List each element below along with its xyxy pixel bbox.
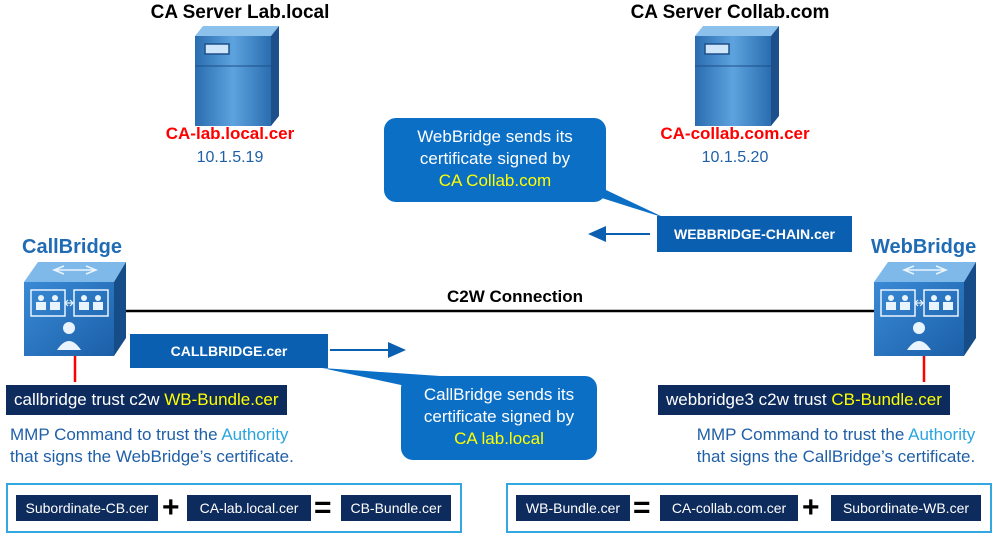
webbridge-trust-command: webbridge3 c2w trust CB-Bundle.cer	[658, 385, 950, 415]
callbridge-icon	[24, 262, 126, 356]
cb-bundle-box: CB-Bundle.cer	[341, 495, 451, 521]
callbridge-trust-command: callbridge trust c2w WB-Bundle.cer	[6, 385, 287, 415]
ca-server-lab-title: CA Server Lab.local	[150, 2, 330, 23]
ca-lab-ip: 10.1.5.19	[196, 149, 264, 166]
mmp-right-authority: Authority	[908, 425, 976, 444]
callbridge-callout-line1: CallBridge sends its	[423, 385, 575, 404]
wb-bundle-box: WB-Bundle.cer	[516, 495, 630, 521]
mmp-left-authority: Authority	[221, 425, 289, 444]
cb-bundle-frame	[6, 483, 462, 533]
server-lab-icon	[195, 26, 279, 126]
equals-operator: =	[314, 491, 332, 524]
ca-collab-box: CA-collab.com.cer	[660, 495, 798, 521]
callbridge-title: CallBridge	[22, 236, 123, 258]
c2w-connection-label: C2W Connection	[447, 287, 583, 306]
webbridge-icon	[874, 262, 976, 356]
webbridge-command-prefix: webbridge3 c2w trust	[666, 390, 832, 409]
mmp-description-right: MMP Command to trust the Authority that …	[676, 424, 996, 468]
webbridge-title: WebBridge	[871, 236, 977, 258]
ca-lab-local-box: CA-lab.local.cer	[187, 495, 311, 521]
callbridge-command-file: WB-Bundle.cer	[164, 390, 279, 409]
ca-lab-cert-label: CA-lab.local.cer	[165, 124, 295, 143]
mmp-description-left: MMP Command to trust the Authority that …	[10, 424, 350, 468]
webbridge-callout-line3: CA Collab.com	[438, 171, 552, 190]
mmp-left-line2: that signs the WebBridge’s certificate.	[10, 447, 294, 466]
webbridge-callout-line2: certificate signed by	[419, 149, 571, 168]
webbridge-command-file: CB-Bundle.cer	[831, 390, 942, 409]
ca-collab-cert-label: CA-collab.com.cer	[660, 124, 810, 143]
webbridge-chain-label: WEBBRIDGE-CHAIN.cer	[657, 216, 852, 252]
plus-operator: +	[162, 491, 180, 524]
callbridge-callout-line3: CA lab.local	[454, 429, 544, 448]
webbridge-callout-line1: WebBridge sends its	[417, 127, 573, 146]
wb-bundle-frame	[506, 483, 992, 533]
mmp-left-pre: MMP Command to trust the	[10, 425, 222, 444]
ca-server-collab-title: CA Server Collab.com	[630, 2, 830, 23]
subordinate-cb-box: Subordinate-CB.cer	[16, 495, 158, 521]
equals-operator-right: =	[633, 491, 651, 524]
webbridge-callout: WebBridge sends its certificate signed b…	[384, 118, 606, 202]
subordinate-wb-box: Subordinate-WB.cer	[831, 495, 981, 521]
mmp-right-pre: MMP Command to trust the	[696, 425, 909, 444]
server-collab-icon	[695, 26, 779, 126]
callbridge-callout: CallBridge sends its certificate signed …	[401, 376, 597, 460]
mmp-right-line2: that signs the CallBridge’s certificate.	[696, 447, 976, 466]
plus-operator-right: +	[802, 491, 820, 524]
callbridge-cer-label: CALLBRIDGE.cer	[130, 334, 328, 368]
callbridge-command-prefix: callbridge trust c2w	[14, 390, 165, 409]
callbridge-callout-line2: certificate signed by	[423, 407, 575, 426]
ca-collab-ip: 10.1.5.20	[701, 149, 769, 166]
